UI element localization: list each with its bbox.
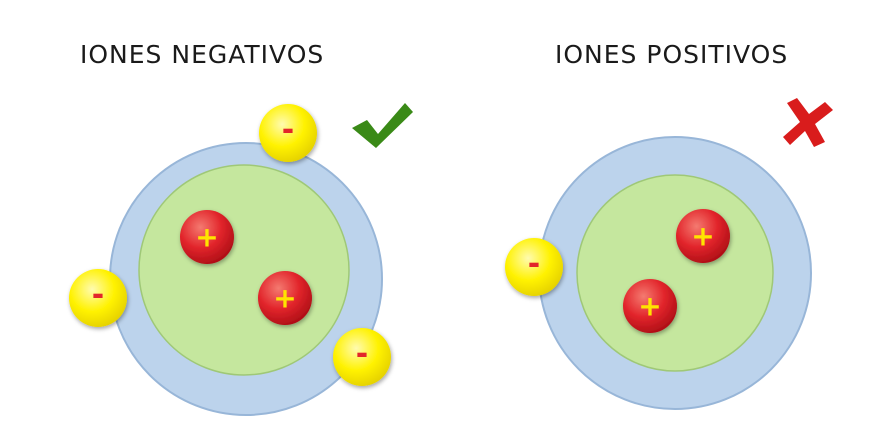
cross-icon	[783, 98, 833, 147]
title-negative-ions: IONES NEGATIVOS	[80, 40, 325, 69]
proton-sign: +	[273, 282, 296, 315]
electron: -	[259, 104, 317, 162]
nucleus	[576, 174, 774, 372]
nucleus	[138, 164, 350, 376]
electron-sign: -	[92, 278, 104, 313]
proton: +	[676, 209, 730, 263]
electron-sign: -	[528, 247, 540, 282]
checkmark-icon	[352, 103, 413, 148]
electron-sign: -	[356, 337, 368, 372]
proton: +	[258, 271, 312, 325]
electron: -	[333, 328, 391, 386]
proton: +	[623, 279, 677, 333]
electron-sign: -	[282, 113, 294, 148]
proton-sign: +	[691, 220, 714, 253]
proton: +	[180, 210, 234, 264]
electron: -	[69, 269, 127, 327]
electron: -	[505, 238, 563, 296]
negative-ion-atom: + + - - -	[69, 104, 391, 416]
proton-sign: +	[195, 221, 218, 254]
positive-ion-atom: + + -	[505, 136, 812, 410]
title-positive-ions: IONES POSITIVOS	[555, 40, 789, 69]
proton-sign: +	[638, 290, 661, 323]
